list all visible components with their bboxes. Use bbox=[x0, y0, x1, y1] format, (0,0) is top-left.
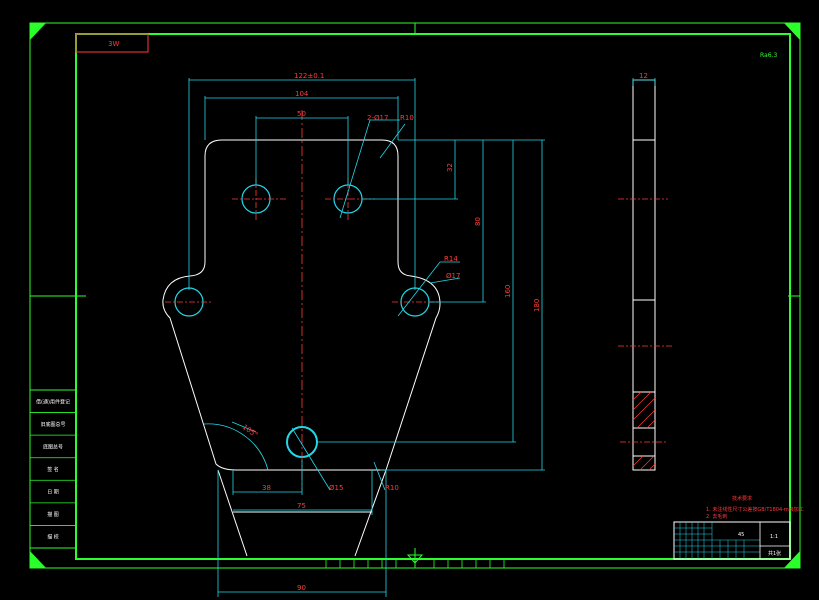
dim-80: 80 bbox=[474, 217, 482, 226]
side-table-cell: 借(通)用件登记 bbox=[36, 398, 70, 405]
dim-two-holes: 2-Ø17 bbox=[367, 114, 388, 122]
tech-notes-line2: 2. 去毛刺 bbox=[706, 513, 727, 520]
side-view: 12 bbox=[618, 72, 674, 471]
dim-overall-width: 122±0.1 bbox=[294, 72, 324, 80]
title-block: 45 1:1 共1张 bbox=[673, 521, 791, 560]
drawing-code-text: 3W bbox=[108, 40, 119, 48]
side-table-cell: 日 期 bbox=[47, 490, 59, 496]
dim-top-to-hole: 32 bbox=[446, 163, 454, 172]
side-table-cell: 底图总号 bbox=[43, 443, 63, 450]
roughness-symbol: Ra6.3 bbox=[760, 52, 777, 59]
side-table-cell: 旧底图总号 bbox=[40, 421, 65, 428]
dim-180: 180 bbox=[533, 299, 541, 312]
dim-top-radius: R10 bbox=[400, 114, 414, 122]
center-lines bbox=[165, 110, 440, 490]
side-table-cell: 签 名 bbox=[47, 466, 59, 473]
dimension-texts: 122±0.1 104 50 2-Ø17 R10 32 80 160 180 R… bbox=[241, 72, 541, 592]
title-sheet: 共1张 bbox=[768, 550, 781, 557]
dim-160: 160 bbox=[504, 285, 512, 298]
dim-angle: 105° bbox=[241, 423, 259, 439]
dim-75: 75 bbox=[297, 502, 306, 510]
dim-90: 90 bbox=[297, 584, 306, 592]
tech-notes-title: 技术要求 bbox=[732, 495, 752, 502]
dim-bottom-hole: Ø15 bbox=[329, 484, 343, 492]
dim-38: 38 bbox=[262, 484, 271, 492]
title-material: 45 bbox=[738, 532, 744, 538]
dim-side-radius: R14 bbox=[444, 255, 458, 263]
dim-thickness: 12 bbox=[639, 72, 648, 80]
dim-hole-spacing: 50 bbox=[297, 110, 306, 118]
sheet-border bbox=[29, 22, 801, 569]
side-table-cell: 描 图 bbox=[47, 511, 59, 518]
side-table-cell: 描 校 bbox=[47, 534, 59, 541]
orientation-mark bbox=[406, 554, 424, 564]
dim-inner-width: 104 bbox=[295, 90, 309, 98]
corner-mark-tr bbox=[784, 23, 800, 40]
technical-notes: 技术要求 1. 未注线性尺寸公差按GB/T1804-m级加工 2. 去毛刺 bbox=[706, 495, 804, 520]
drawing-code-box: 3W bbox=[75, 33, 149, 53]
corner-mark-br bbox=[784, 551, 800, 568]
dimension-lines bbox=[188, 78, 545, 597]
corner-mark-tl bbox=[30, 23, 46, 40]
part-outline bbox=[162, 139, 441, 557]
corner-mark-bl bbox=[30, 551, 46, 568]
title-scale: 1:1 bbox=[770, 534, 778, 540]
tech-notes-line1: 1. 未注线性尺寸公差按GB/T1804-m级加工 bbox=[706, 506, 804, 513]
dim-side-hole: Ø17 bbox=[446, 272, 460, 280]
dim-bottom-radius: R10 bbox=[385, 484, 399, 492]
